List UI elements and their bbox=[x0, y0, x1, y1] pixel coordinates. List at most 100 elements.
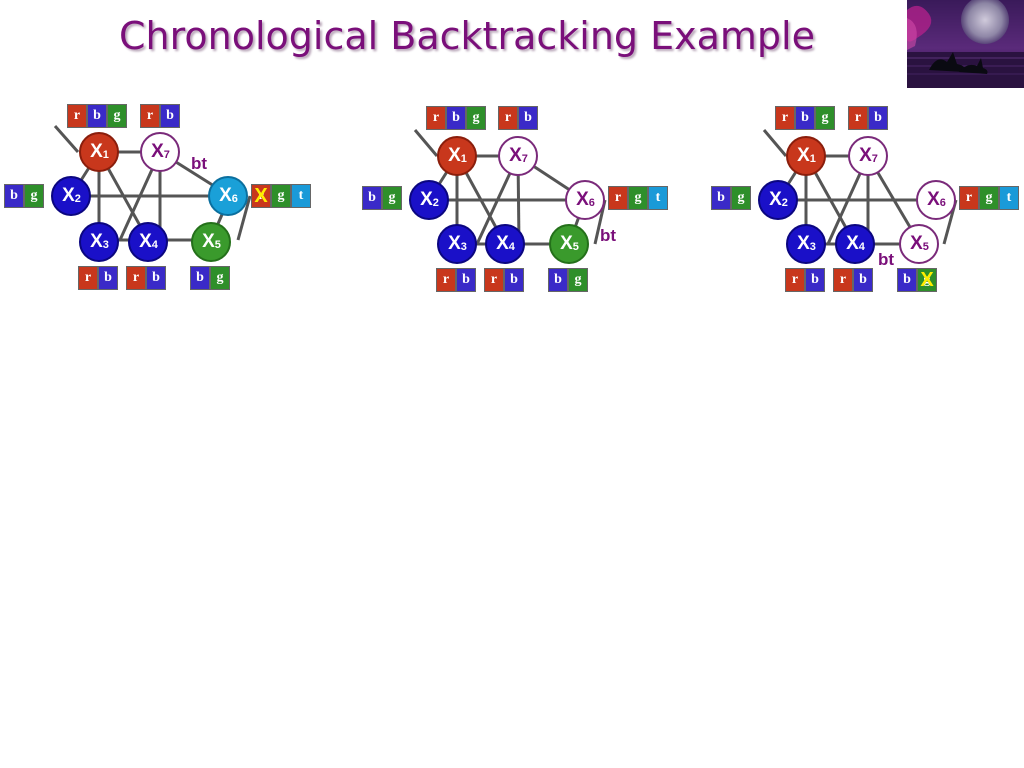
domain-value: g bbox=[107, 104, 127, 128]
domain-value: r bbox=[426, 106, 446, 130]
domain-x5: b g bbox=[190, 266, 230, 290]
domain-value: r bbox=[484, 268, 504, 292]
domain-x6: r g t bbox=[959, 186, 1019, 210]
domain-value: r bbox=[67, 104, 87, 128]
domain-value: b bbox=[160, 104, 180, 128]
domain-x2: b g bbox=[4, 184, 44, 208]
domain-value: r bbox=[848, 106, 868, 130]
domain-value: g bbox=[271, 184, 291, 208]
domain-value: b bbox=[4, 184, 24, 208]
domain-value: r bbox=[785, 268, 805, 292]
domain-value: b bbox=[146, 266, 166, 290]
x-mark-icon: X bbox=[254, 184, 268, 207]
domain-x7: r b bbox=[848, 106, 888, 130]
domain-value-crossed: r X bbox=[251, 184, 271, 208]
domain-value: r bbox=[140, 104, 160, 128]
domain-value: r bbox=[436, 268, 456, 292]
domain-value: r bbox=[608, 186, 628, 210]
domain-value: b bbox=[87, 104, 107, 128]
domain-value: b bbox=[897, 268, 917, 292]
domain-value: g bbox=[628, 186, 648, 210]
domain-value: b bbox=[548, 268, 568, 292]
domain-value: g bbox=[815, 106, 835, 130]
domain-x3: r b bbox=[785, 268, 825, 292]
domain-value: b bbox=[805, 268, 825, 292]
domain-value: r bbox=[78, 266, 98, 290]
page-title: Chronological Backtracking Example bbox=[119, 14, 815, 58]
domain-x5: b g X bbox=[897, 268, 937, 292]
domain-value: g bbox=[382, 186, 402, 210]
domain-value: b bbox=[711, 186, 731, 210]
domain-value: t bbox=[291, 184, 311, 208]
domain-x1: r b g bbox=[775, 106, 835, 130]
domain-value: b bbox=[446, 106, 466, 130]
domain-x2: b g bbox=[362, 186, 402, 210]
backtrack-label: bt bbox=[878, 250, 895, 269]
domain-value: g bbox=[210, 266, 230, 290]
domain-x4: r b bbox=[126, 266, 166, 290]
domain-value-crossed: g X bbox=[917, 268, 937, 292]
domain-value: b bbox=[518, 106, 538, 130]
domain-value: g bbox=[466, 106, 486, 130]
domain-value: g bbox=[979, 186, 999, 210]
backtrack-label: bt bbox=[600, 226, 617, 245]
domain-value: b bbox=[362, 186, 382, 210]
domain-value: b bbox=[853, 268, 873, 292]
domain-value: r bbox=[498, 106, 518, 130]
domain-value: g bbox=[24, 184, 44, 208]
x-mark-icon: X bbox=[920, 268, 934, 291]
backtrack-label: bt bbox=[191, 154, 208, 173]
orca-night-lake-image bbox=[907, 0, 1024, 88]
domain-value: b bbox=[98, 266, 118, 290]
domain-value: r bbox=[833, 268, 853, 292]
domain-x3: r b bbox=[436, 268, 476, 292]
domain-value: t bbox=[999, 186, 1019, 210]
domain-x3: r b bbox=[78, 266, 118, 290]
domain-x1: r b g bbox=[426, 106, 486, 130]
domain-value: b bbox=[190, 266, 210, 290]
domain-value: b bbox=[795, 106, 815, 130]
domain-value: g bbox=[731, 186, 751, 210]
domain-value: b bbox=[868, 106, 888, 130]
domain-x5: b g bbox=[548, 268, 588, 292]
domain-x2: b g bbox=[711, 186, 751, 210]
domain-x7: r b bbox=[140, 104, 180, 128]
domain-value: g bbox=[568, 268, 588, 292]
domain-value: t bbox=[648, 186, 668, 210]
domain-x6: r g t bbox=[608, 186, 668, 210]
domain-value: r bbox=[959, 186, 979, 210]
domain-value: b bbox=[456, 268, 476, 292]
domain-x1: r b g bbox=[67, 104, 127, 128]
domain-value: r bbox=[126, 266, 146, 290]
domain-value: b bbox=[504, 268, 524, 292]
domain-value: r bbox=[775, 106, 795, 130]
domain-x6: r X g t bbox=[251, 184, 311, 208]
domain-x7: r b bbox=[498, 106, 538, 130]
domain-x4: r b bbox=[833, 268, 873, 292]
domain-x4: r b bbox=[484, 268, 524, 292]
